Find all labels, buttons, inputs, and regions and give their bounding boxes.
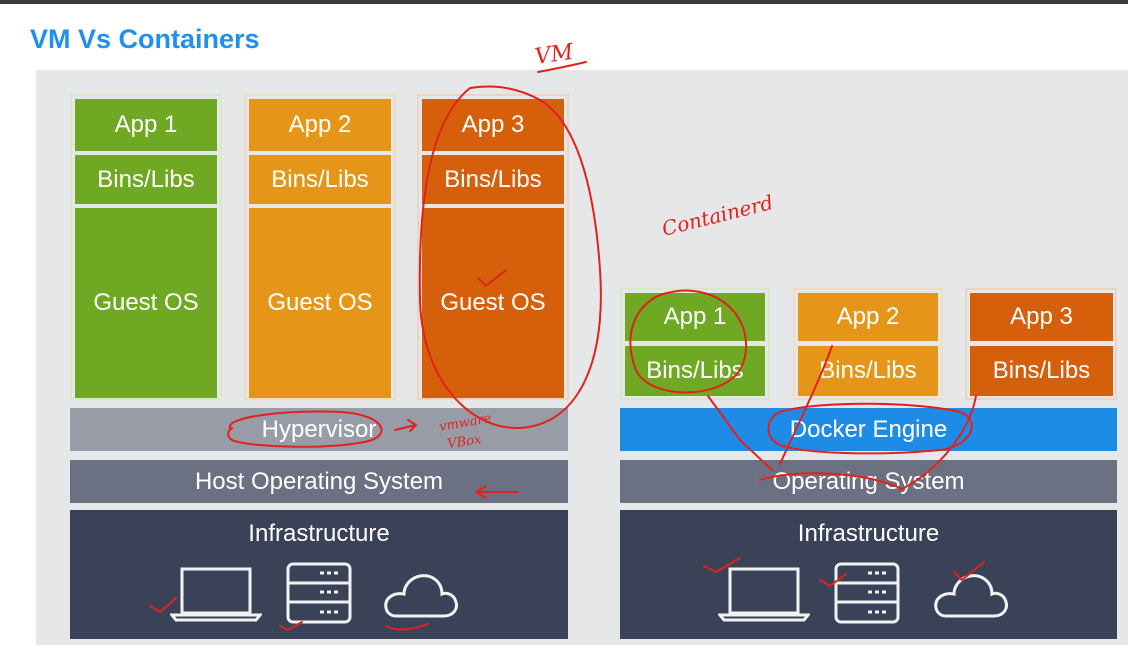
page-title: VM Vs Containers	[30, 24, 260, 54]
laptop-icon	[718, 567, 810, 622]
vm-app3-guest-os: Guest OS	[422, 208, 564, 398]
ct-app2-frame	[793, 288, 943, 400]
top-border	[0, 0, 1128, 4]
vm-app2-libs: Bins/Libs	[249, 155, 391, 204]
ct-app1-libs: Bins/Libs	[625, 346, 765, 396]
vm-app1-guest-os: Guest OS	[75, 208, 217, 398]
docker-engine-layer: Docker Engine	[620, 408, 1117, 451]
vm-app2-guest-os: Guest OS	[249, 208, 391, 398]
host-os-layer: Host Operating System	[70, 460, 568, 503]
vm-app3-libs: Bins/Libs	[422, 155, 564, 204]
annotation-vm: VM	[533, 40, 575, 70]
ct-app2-libs: Bins/Libs	[798, 346, 938, 396]
ct-app3-libs: Bins/Libs	[970, 346, 1113, 396]
container-os-layer: Operating System	[620, 460, 1117, 503]
hypervisor-layer: Hypervisor	[70, 408, 568, 451]
cloud-icon	[384, 574, 458, 618]
vm-app3-label: App 3	[422, 99, 564, 151]
vm-infrastructure-layer: Infrastructure	[70, 510, 568, 639]
ct-app2-label: App 2	[798, 293, 938, 341]
vm-infrastructure-label: Infrastructure	[248, 520, 390, 547]
vm-app2-label: App 2	[249, 99, 391, 151]
vm-app1-frame	[70, 94, 222, 400]
ct-app1-label: App 1	[625, 293, 765, 341]
server-icon	[286, 562, 352, 624]
ct-app1-frame	[620, 288, 770, 400]
ct-infrastructure-label: Infrastructure	[797, 520, 940, 547]
laptop-icon	[170, 567, 262, 622]
ct-app3-label: App 3	[970, 293, 1113, 341]
vm-app1-libs: Bins/Libs	[75, 155, 217, 204]
server-icon	[834, 562, 900, 624]
cloud-icon	[934, 574, 1008, 618]
ct-app3-frame	[965, 288, 1117, 400]
vm-app1-label: App 1	[75, 99, 217, 151]
vm-app2-frame	[244, 94, 396, 400]
